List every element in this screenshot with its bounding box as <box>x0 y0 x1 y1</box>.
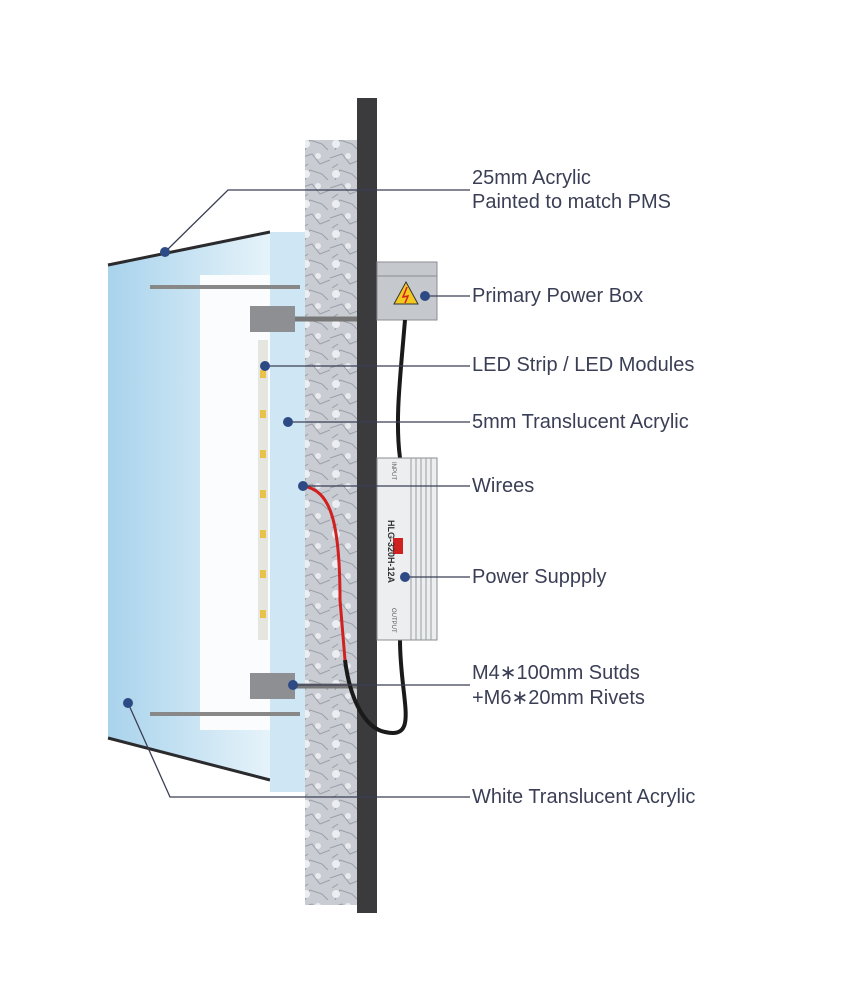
power-cable <box>395 319 407 459</box>
power-supply: HLG-320H-12A INPUT OUTPUT <box>376 457 438 641</box>
leader-lines <box>127 189 470 798</box>
leader-dots <box>123 247 430 708</box>
label-white-acrylic: White Translucent Acrylic <box>472 786 696 808</box>
label-power-supply: Power Suppply <box>472 566 607 588</box>
wall-substrate <box>357 98 377 913</box>
power-supply-output-label: OUTPUT <box>390 608 396 633</box>
led-strip <box>258 340 268 640</box>
label-led-strip: LED Strip / LED Modules <box>472 354 695 376</box>
power-supply-model: HLG-320H-12A <box>386 520 396 584</box>
label-25mm-acrylic: 25mm Acrylic <box>472 167 591 189</box>
power-supply-input-label: INPUT <box>390 462 396 480</box>
primary-power-box <box>376 261 438 321</box>
label-rivets: +M6∗20mm Rivets <box>472 687 645 709</box>
red-wire <box>302 484 347 661</box>
label-wires: Wirees <box>472 475 535 497</box>
label-studs: M4∗100mm Sutds <box>472 662 640 684</box>
studs-and-rivets <box>150 285 357 716</box>
stone-wall <box>305 140 357 905</box>
label-painted-pms: Painted to match PMS <box>472 191 671 213</box>
label-5mm-acrylic: 5mm Translucent Acrylic <box>472 411 689 433</box>
warning-icon <box>393 280 419 305</box>
label-primary-power-box: Primary Power Box <box>472 285 644 307</box>
